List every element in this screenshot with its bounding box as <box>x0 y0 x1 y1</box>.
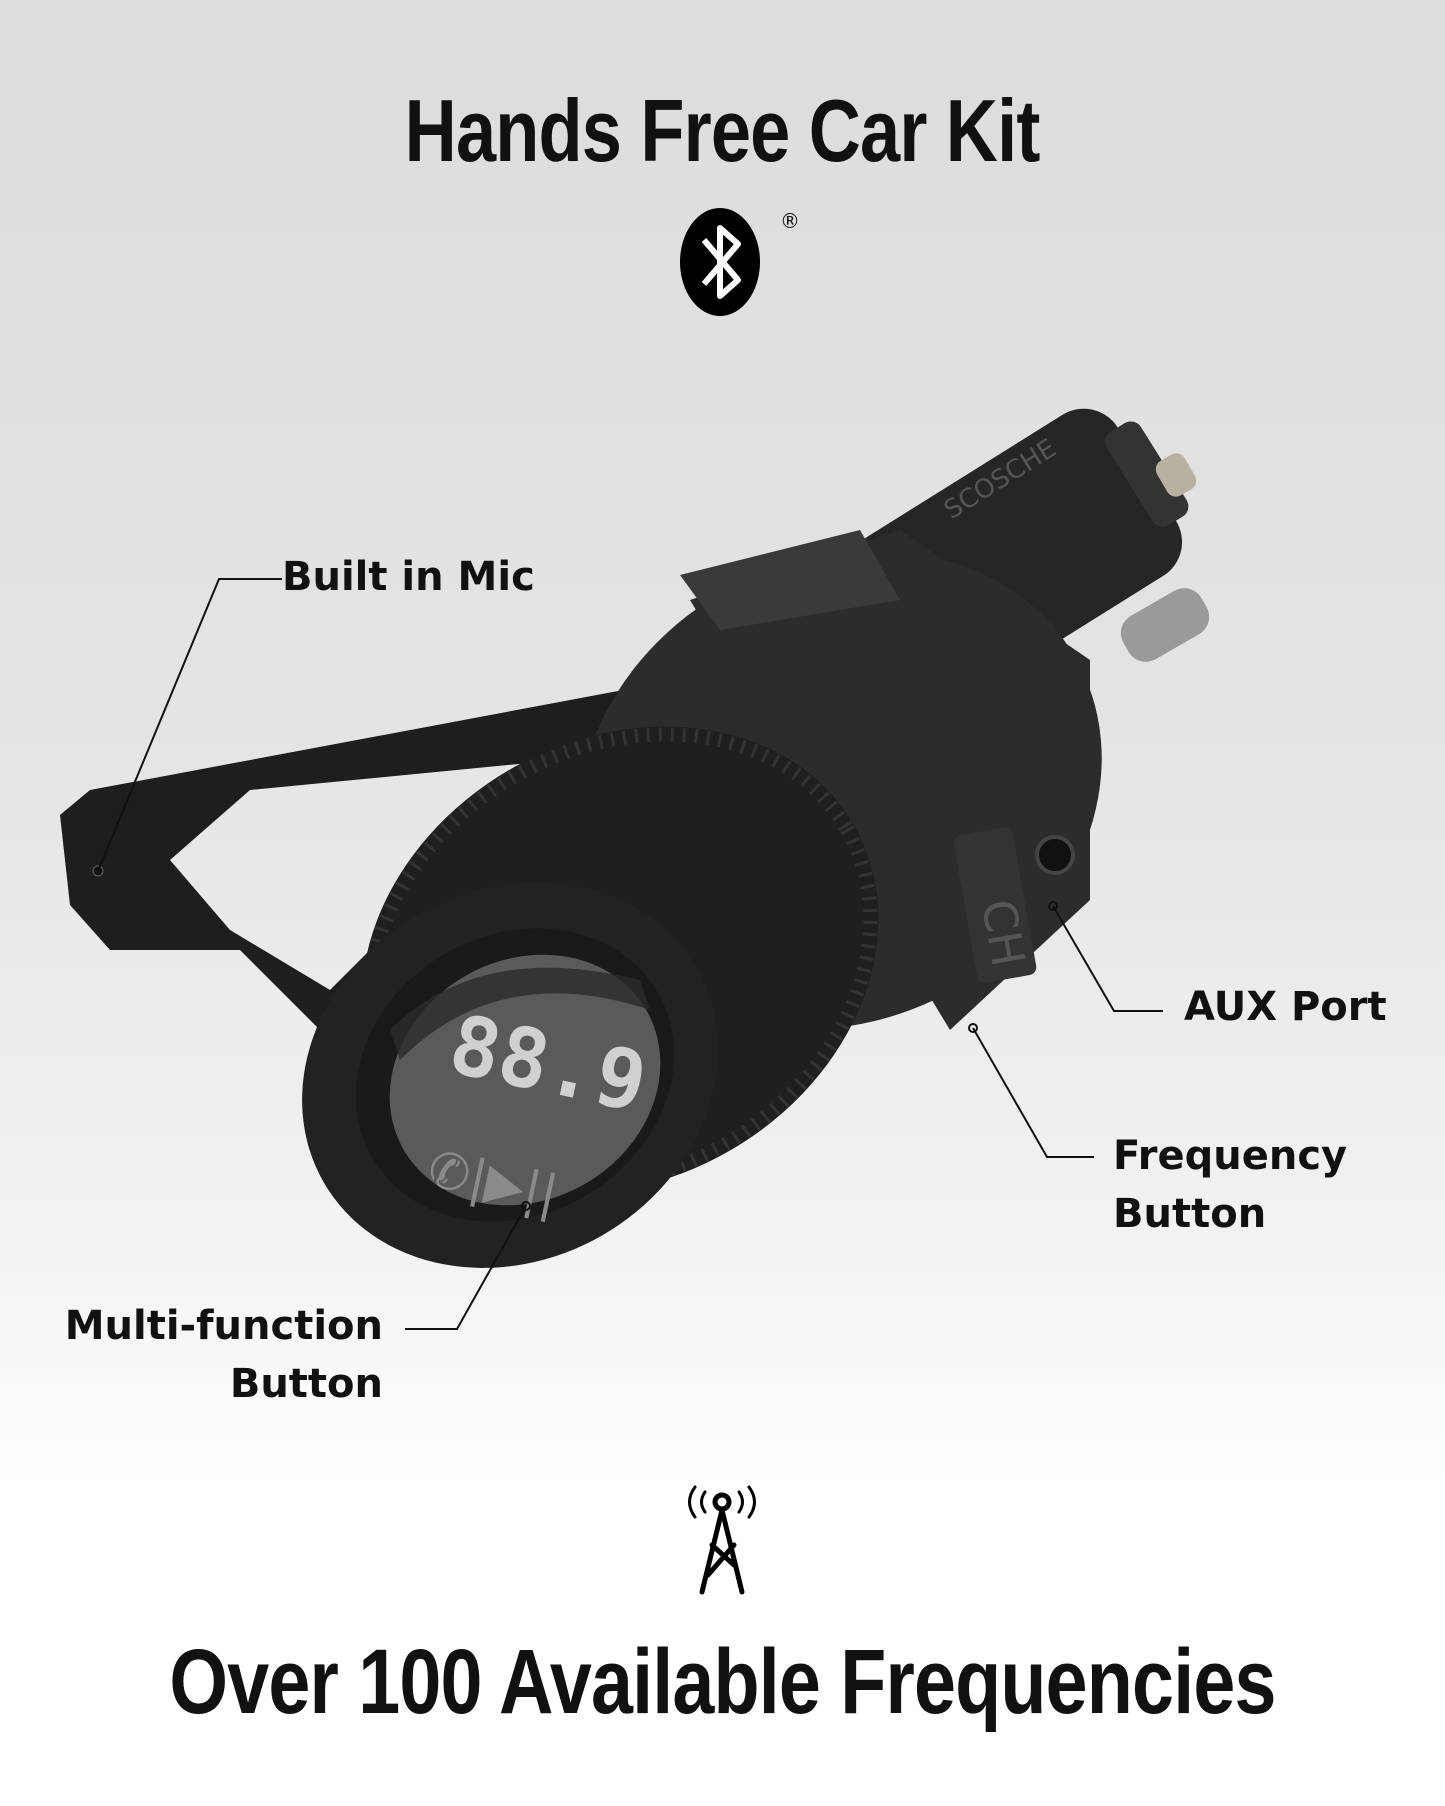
multifunction-callout-dot <box>521 1201 531 1211</box>
contact-tip <box>1155 453 1197 497</box>
frequency-callout-line <box>972 1027 1094 1158</box>
callout-multifunction-line2: Button <box>229 1361 383 1407</box>
footer-title-text: Over 100 Available Frequencies <box>169 1631 1276 1733</box>
ch-label: CH <box>971 895 1036 970</box>
mic-callout-line <box>97 578 282 872</box>
aux-port[interactable] <box>1035 835 1075 875</box>
page-title-text: Hands Free Car Kit <box>405 81 1041 180</box>
callout-built-in-mic: Built in Mic <box>282 554 535 600</box>
page-title: Hands Free Car Kit <box>0 80 1445 182</box>
callout-frequency-line1: Frequency <box>1113 1133 1348 1179</box>
frequency-button[interactable] <box>952 826 1037 984</box>
footer-title: Over 100 Available Frequencies <box>0 1630 1445 1735</box>
logo-plate <box>680 530 900 630</box>
callout-multifunction-line1: Multi-function <box>64 1303 383 1349</box>
registered-mark: ® <box>780 209 800 233</box>
callout-aux-port: AUX Port <box>1184 984 1387 1030</box>
aux-callout-dot <box>1048 901 1058 911</box>
rotary-knob[interactable] <box>231 634 964 1342</box>
radio-tower-icon <box>688 1485 756 1595</box>
clip-hook <box>60 685 700 1060</box>
side-contact <box>1120 588 1210 662</box>
aux-callout-line <box>1052 905 1163 1012</box>
bluetooth-logo: ® <box>680 208 800 316</box>
callout-multifunction-button: Multi-function Button <box>65 1297 383 1413</box>
callout-frequency-button: Frequency Button <box>1113 1127 1347 1243</box>
callout-frequency-line2: Button <box>1113 1191 1267 1237</box>
multifunction-callout-line <box>405 1205 527 1330</box>
frequency-callout-dot <box>968 1023 978 1033</box>
display-screen <box>389 954 661 1206</box>
callout-lines <box>97 578 1163 1330</box>
